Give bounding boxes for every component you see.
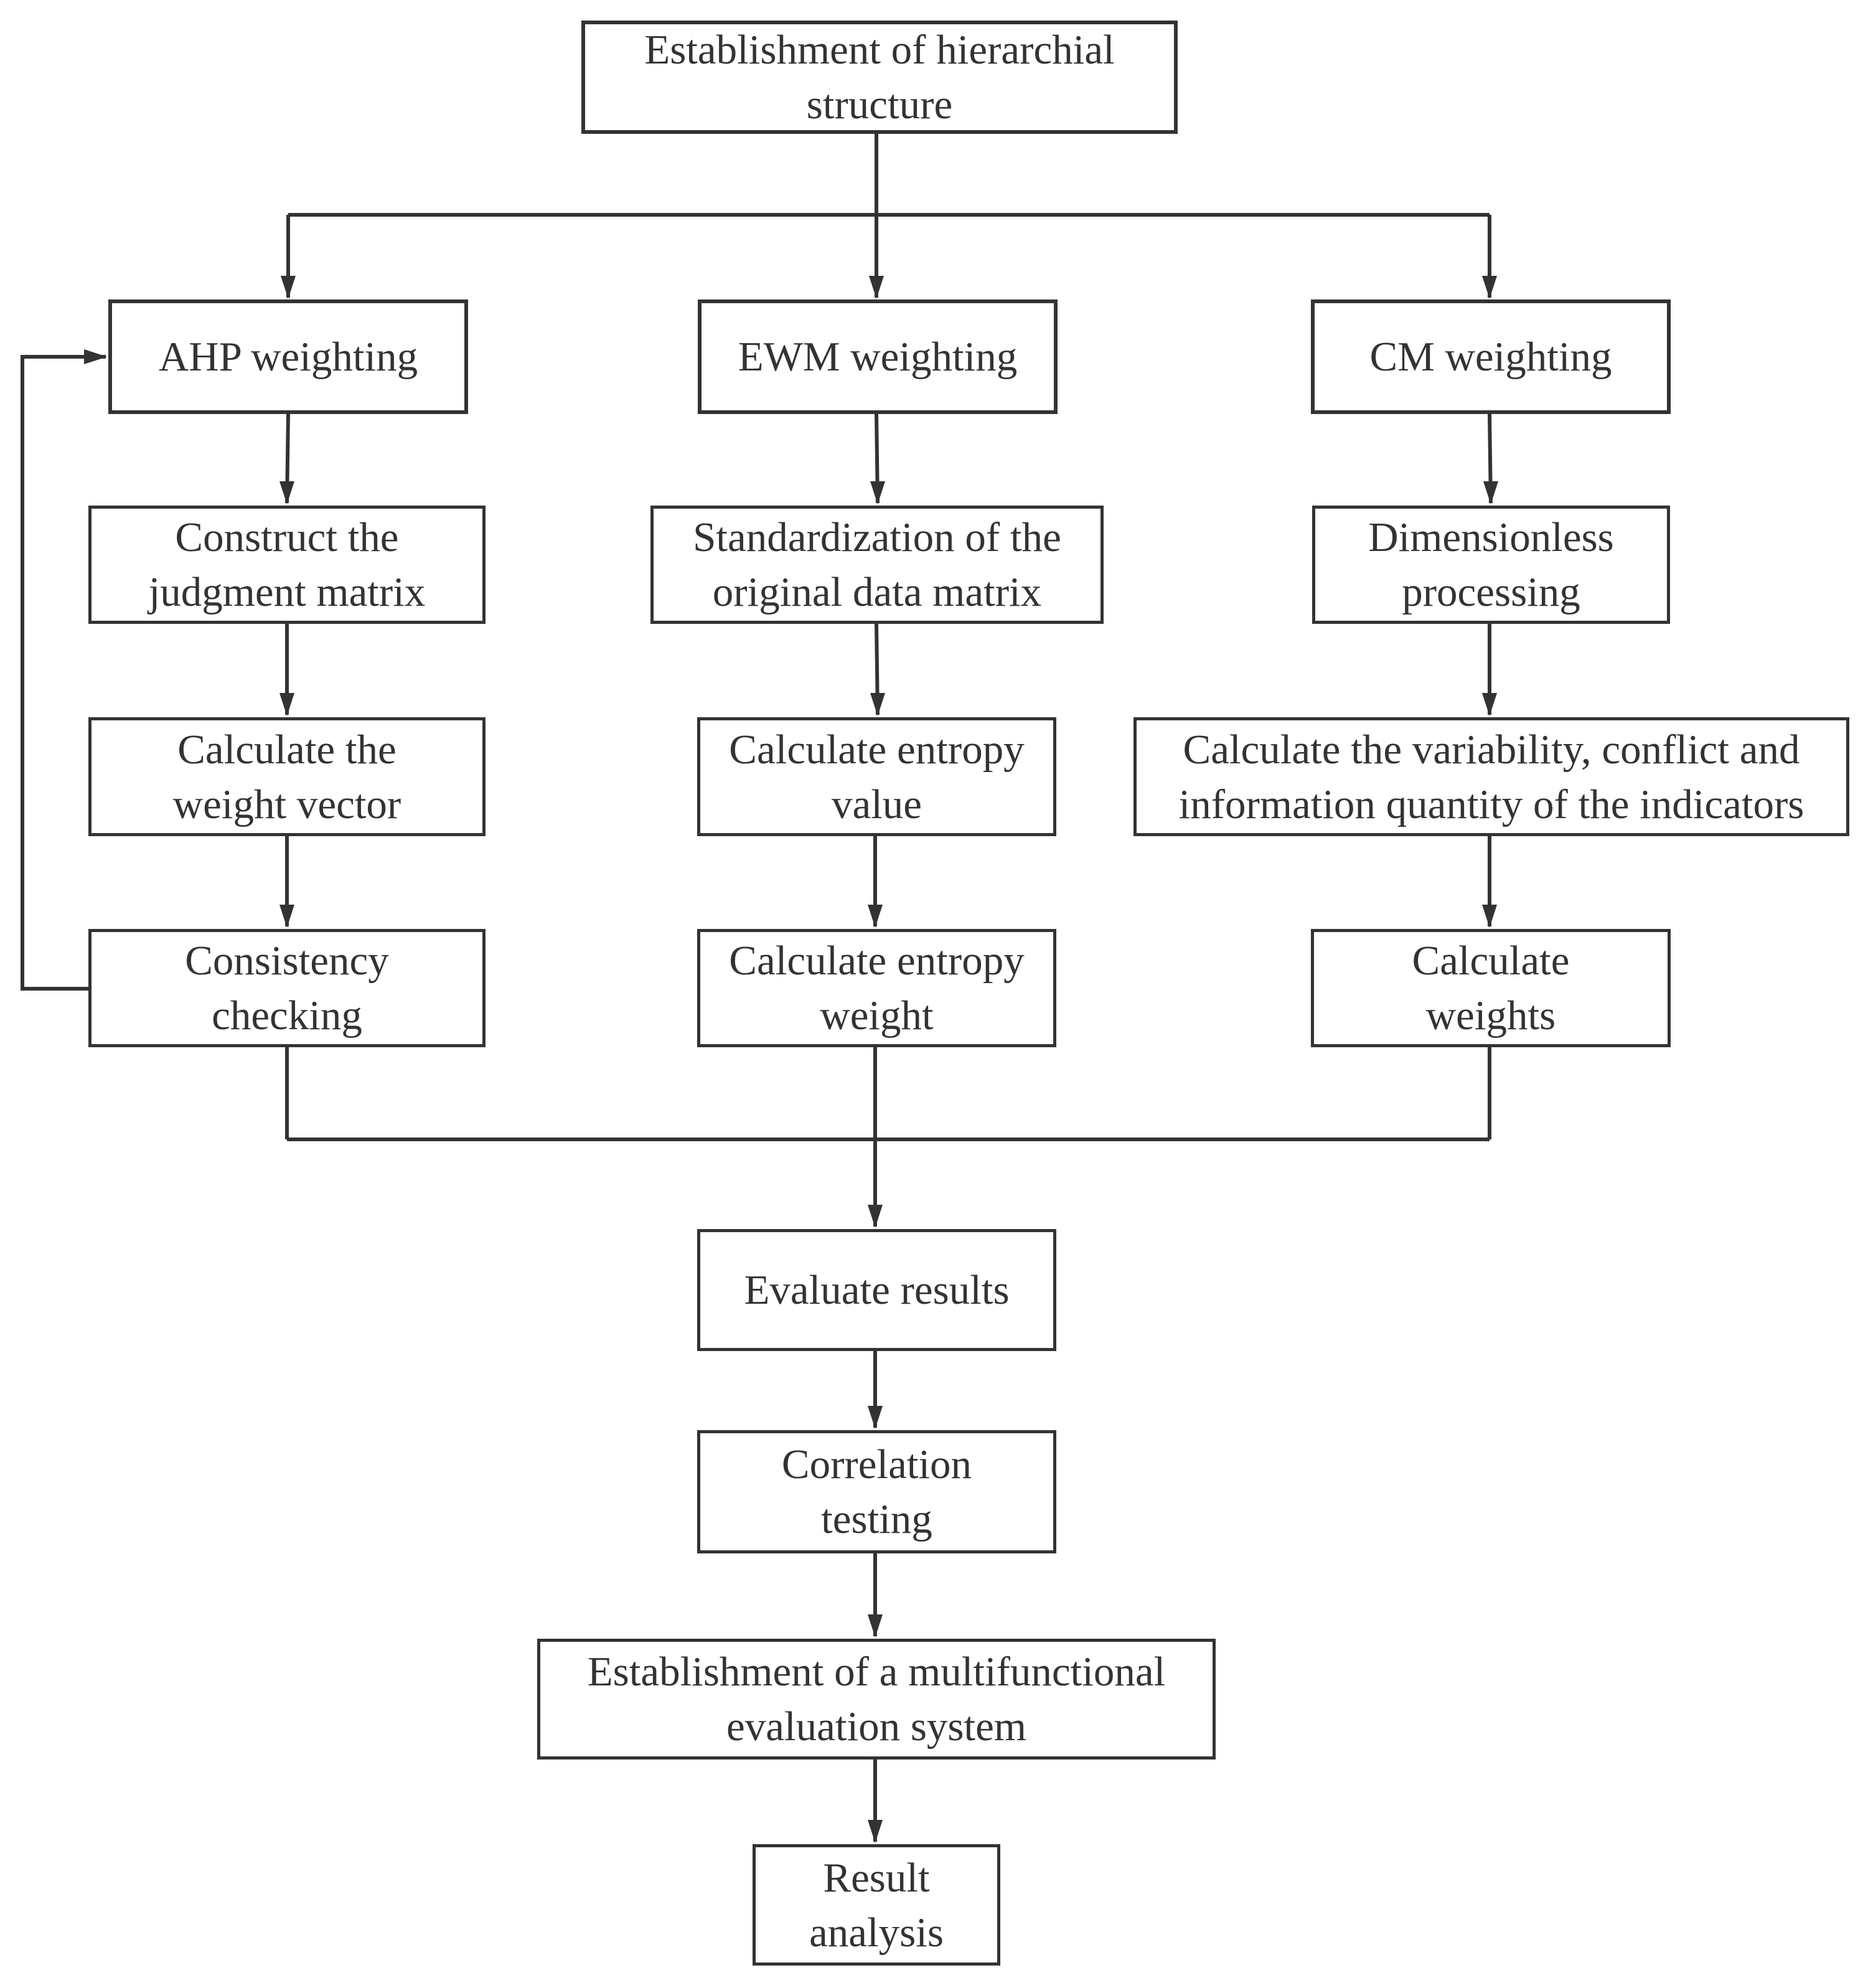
arrowhead-evaluate [868, 1205, 883, 1228]
node-ahp-weight-vector: Calculate the weight vector [88, 717, 486, 836]
arrowhead-ahp [281, 276, 296, 299]
arrowhead-ewm-step1 [870, 481, 885, 504]
node-hierarchy: Establishment of hierarchial structure [581, 21, 1178, 134]
node-hierarchy-label: Establishment of hierarchial structure [644, 27, 1115, 128]
node-evaluation-system: Establishment of a multifunctional evalu… [537, 1639, 1216, 1760]
arrowhead-ewm-step2 [870, 693, 885, 716]
node-cm-weighting: CM weighting [1311, 299, 1671, 414]
node-cm-calculate-weights-label: Calculate weights [1412, 938, 1570, 1039]
node-ewm-entropy-value-label: Calculate entropy value [729, 726, 1025, 827]
arrowhead-cm-step3 [1482, 905, 1497, 928]
node-result-analysis-label: Result analysis [809, 1854, 944, 1956]
node-cm-variability: Calculate the variability, conflict and … [1133, 717, 1849, 836]
arrowhead-cm-step2 [1482, 693, 1497, 716]
node-evaluate-results-label: Evaluate results [744, 1267, 1010, 1313]
arrowhead-feedback [84, 349, 107, 364]
arrowhead-cm [1482, 276, 1497, 299]
arrowhead-ahp-step1 [279, 481, 294, 504]
arrowhead-ewm [869, 276, 884, 299]
arrowhead-ahp-step2 [279, 693, 294, 716]
node-ewm-standardization-label: Standardization of the original data mat… [693, 514, 1061, 615]
arrowhead-analysis [868, 1820, 883, 1843]
node-ewm-standardization: Standardization of the original data mat… [650, 506, 1104, 624]
node-ewm-weighting: EWM weighting [698, 299, 1058, 414]
node-cm-dimensionless: Dimensionless processing [1312, 506, 1670, 624]
node-ahp-consistency-checking-label: Consistency checking [185, 938, 389, 1039]
node-ahp-judgment-matrix: Construct the judgment matrix [88, 506, 486, 624]
node-correlation-testing: Correlation testing [697, 1430, 1056, 1553]
node-ewm-weighting-label: EWM weighting [738, 334, 1018, 380]
node-ahp-weight-vector-label: Calculate the weight vector [172, 726, 401, 827]
node-ewm-entropy-weight-label: Calculate entropy weight [729, 938, 1025, 1039]
node-ewm-entropy-value: Calculate entropy value [697, 717, 1056, 836]
arrowhead-system [868, 1614, 883, 1637]
node-cm-dimensionless-label: Dimensionless processing [1368, 514, 1614, 615]
node-ahp-consistency-checking: Consistency checking [88, 929, 486, 1047]
arrowhead-ahp-step3 [279, 905, 294, 928]
node-result-analysis: Result analysis [753, 1844, 1000, 1966]
arrowhead-correlation [868, 1406, 883, 1429]
node-correlation-testing-label: Correlation testing [781, 1441, 972, 1542]
node-ahp-weighting: AHP weighting [108, 299, 468, 414]
node-ewm-entropy-weight: Calculate entropy weight [697, 929, 1056, 1047]
node-evaluation-system-label: Establishment of a multifunctional evalu… [587, 1649, 1166, 1750]
node-evaluate-results: Evaluate results [697, 1229, 1056, 1351]
node-cm-calculate-weights: Calculate weights [1311, 929, 1671, 1047]
feedback-loop-to-ahp [21, 355, 106, 991]
node-ahp-judgment-matrix-label: Construct the judgment matrix [148, 514, 426, 615]
node-cm-variability-label: Calculate the variability, conflict and … [1178, 726, 1804, 827]
node-cm-weighting-label: CM weighting [1369, 334, 1612, 380]
node-ahp-weighting-label: AHP weighting [158, 334, 418, 380]
arrowhead-ewm-step3 [868, 905, 883, 928]
arrowhead-cm-step1 [1483, 481, 1498, 504]
